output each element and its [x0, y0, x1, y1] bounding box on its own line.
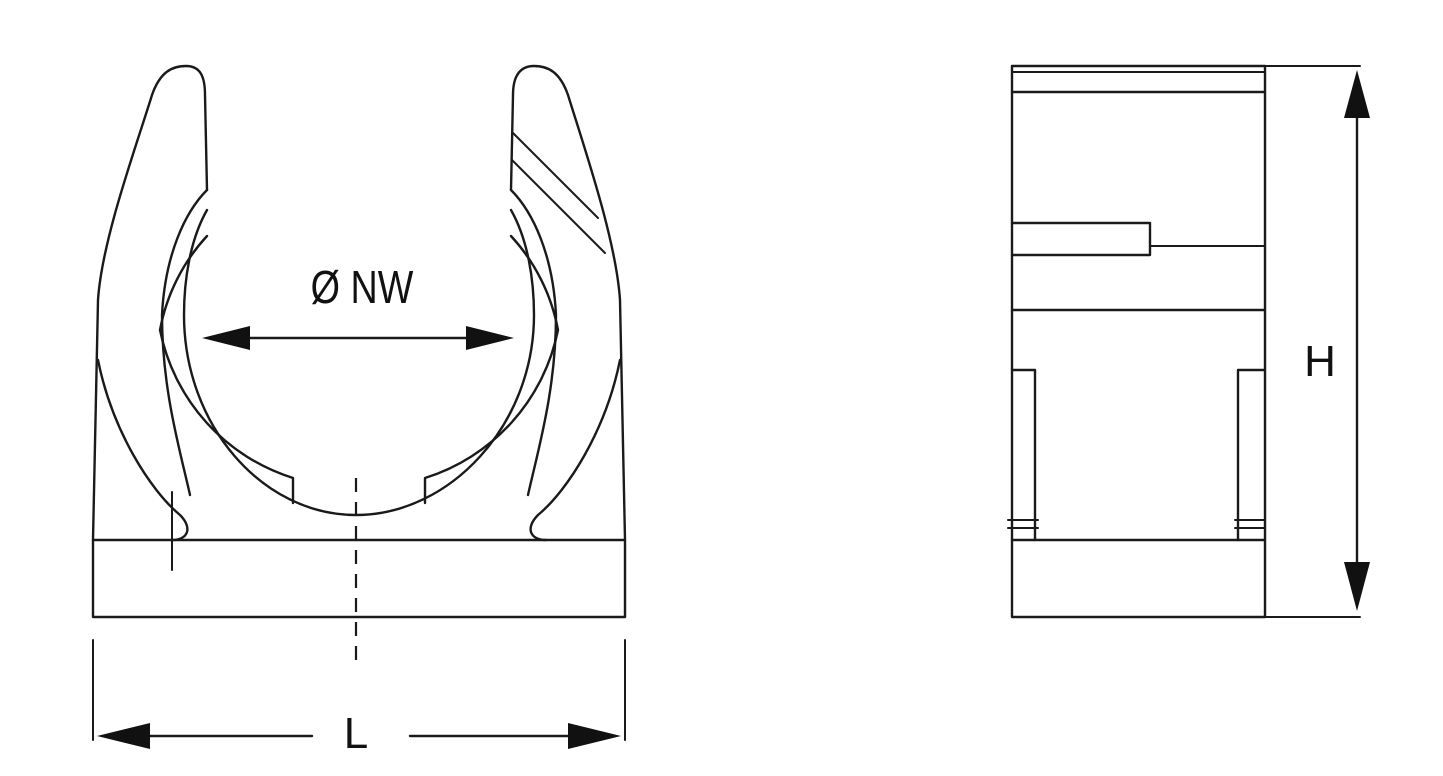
right-slot-edge — [529, 358, 622, 542]
length-label: L — [344, 709, 368, 758]
height-dimension: H — [1264, 65, 1370, 618]
bore-outer-ring-right — [423, 234, 560, 505]
side-view: H — [1007, 64, 1370, 619]
right-arm-rib-1 — [511, 131, 599, 219]
side-right-post — [1236, 368, 1267, 542]
length-dimension: L — [92, 639, 626, 758]
length-arrow-right — [568, 723, 621, 749]
length-arrow-left — [97, 723, 150, 749]
height-label: H — [1304, 337, 1336, 386]
diameter-label: Ø NW — [311, 261, 414, 312]
right-arm-inner — [509, 188, 558, 497]
diameter-arrow-right — [466, 326, 514, 350]
diameter-dimension: Ø NW — [202, 261, 514, 350]
diameter-arrow-left — [202, 326, 250, 350]
bore-circle — [182, 208, 536, 517]
right-arm-outer — [509, 64, 627, 542]
height-arrow-top — [1344, 70, 1370, 118]
left-arm-inner — [160, 188, 209, 497]
bore-outer-ring — [158, 234, 295, 505]
side-left-post — [1010, 368, 1037, 542]
right-arm-rib-2 — [511, 159, 606, 254]
left-slot-edge — [96, 358, 189, 542]
left-arm-outer — [91, 64, 209, 542]
height-arrow-bottom — [1344, 562, 1370, 611]
side-tab — [1010, 221, 1152, 257]
side-body — [1010, 64, 1267, 619]
clip-base — [91, 538, 627, 619]
front-view: Ø NW L — [91, 64, 627, 758]
